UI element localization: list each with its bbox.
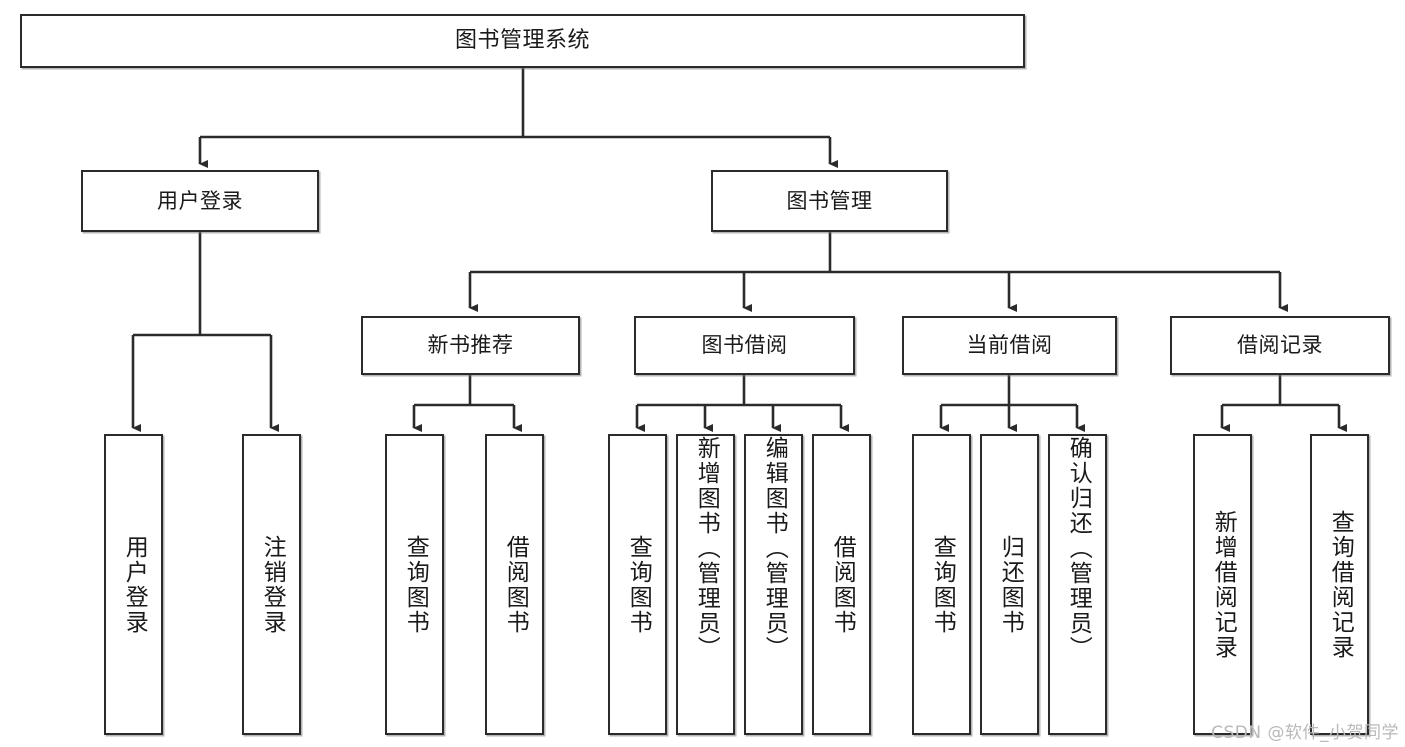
- node-label: 用户登录: [157, 188, 243, 213]
- leaf-user-login-logout[interactable]: 注销登录: [242, 434, 301, 735]
- node-borrow-record[interactable]: 借阅记录: [1170, 316, 1390, 375]
- node-label: 归还图书: [997, 534, 1024, 635]
- node-label: 新书推荐: [427, 333, 514, 358]
- node-label: 借阅记录: [1237, 333, 1323, 358]
- node-label: 图书管理系统: [454, 28, 590, 54]
- node-root-book-management-system[interactable]: 图书管理系统: [20, 14, 1025, 68]
- leaf-book-borrow-query-book[interactable]: 查询图书: [608, 434, 667, 735]
- node-label: 查询图书: [929, 534, 956, 635]
- node-label: 查询图书: [402, 534, 429, 635]
- node-user-login[interactable]: 用户登录: [81, 170, 319, 232]
- node-label: 确认归还（管理员）: [1065, 436, 1092, 661]
- leaf-book-borrow-borrow-book[interactable]: 借阅图书: [812, 434, 871, 735]
- leaf-current-borrow-return-book[interactable]: 归还图书: [980, 434, 1039, 735]
- node-label: 注销登录: [259, 534, 286, 635]
- node-label: 查询借阅记录: [1327, 509, 1354, 660]
- leaf-borrow-record-add-record[interactable]: 新增借阅记录: [1193, 434, 1252, 735]
- node-book-borrow[interactable]: 图书借阅: [634, 316, 855, 375]
- node-label: 用户登录: [121, 534, 148, 635]
- node-label: 图书借阅: [701, 333, 788, 358]
- node-label: 图书管理: [786, 188, 873, 213]
- node-label: 当前借阅: [966, 333, 1053, 358]
- leaf-borrow-record-query-record[interactable]: 查询借阅记录: [1310, 434, 1369, 735]
- node-label: 编辑图书（管理员）: [761, 436, 788, 661]
- leaf-user-login-login[interactable]: 用户登录: [104, 434, 163, 735]
- leaf-new-book-borrow-book[interactable]: 借阅图书: [485, 434, 544, 735]
- node-label: 借阅图书: [502, 534, 529, 635]
- csdn-watermark: CSDN @软件_小贺同学: [1211, 723, 1399, 743]
- leaf-current-borrow-query-book[interactable]: 查询图书: [912, 434, 971, 735]
- leaf-current-borrow-confirm-return-admin[interactable]: 确认归还（管理员）: [1048, 434, 1107, 735]
- node-label: 新增图书（管理员）: [693, 436, 720, 661]
- node-current-borrow[interactable]: 当前借阅: [902, 316, 1117, 375]
- leaf-book-borrow-edit-book-admin[interactable]: 编辑图书（管理员）: [744, 434, 803, 735]
- node-label: 查询图书: [625, 534, 652, 635]
- leaf-book-borrow-add-book-admin[interactable]: 新增图书（管理员）: [676, 434, 735, 735]
- node-label: 借阅图书: [829, 534, 856, 635]
- node-book-management[interactable]: 图书管理: [711, 170, 948, 232]
- leaf-new-book-query-book[interactable]: 查询图书: [385, 434, 444, 735]
- node-label: 新增借阅记录: [1210, 509, 1237, 660]
- node-new-book-recommend[interactable]: 新书推荐: [361, 316, 580, 375]
